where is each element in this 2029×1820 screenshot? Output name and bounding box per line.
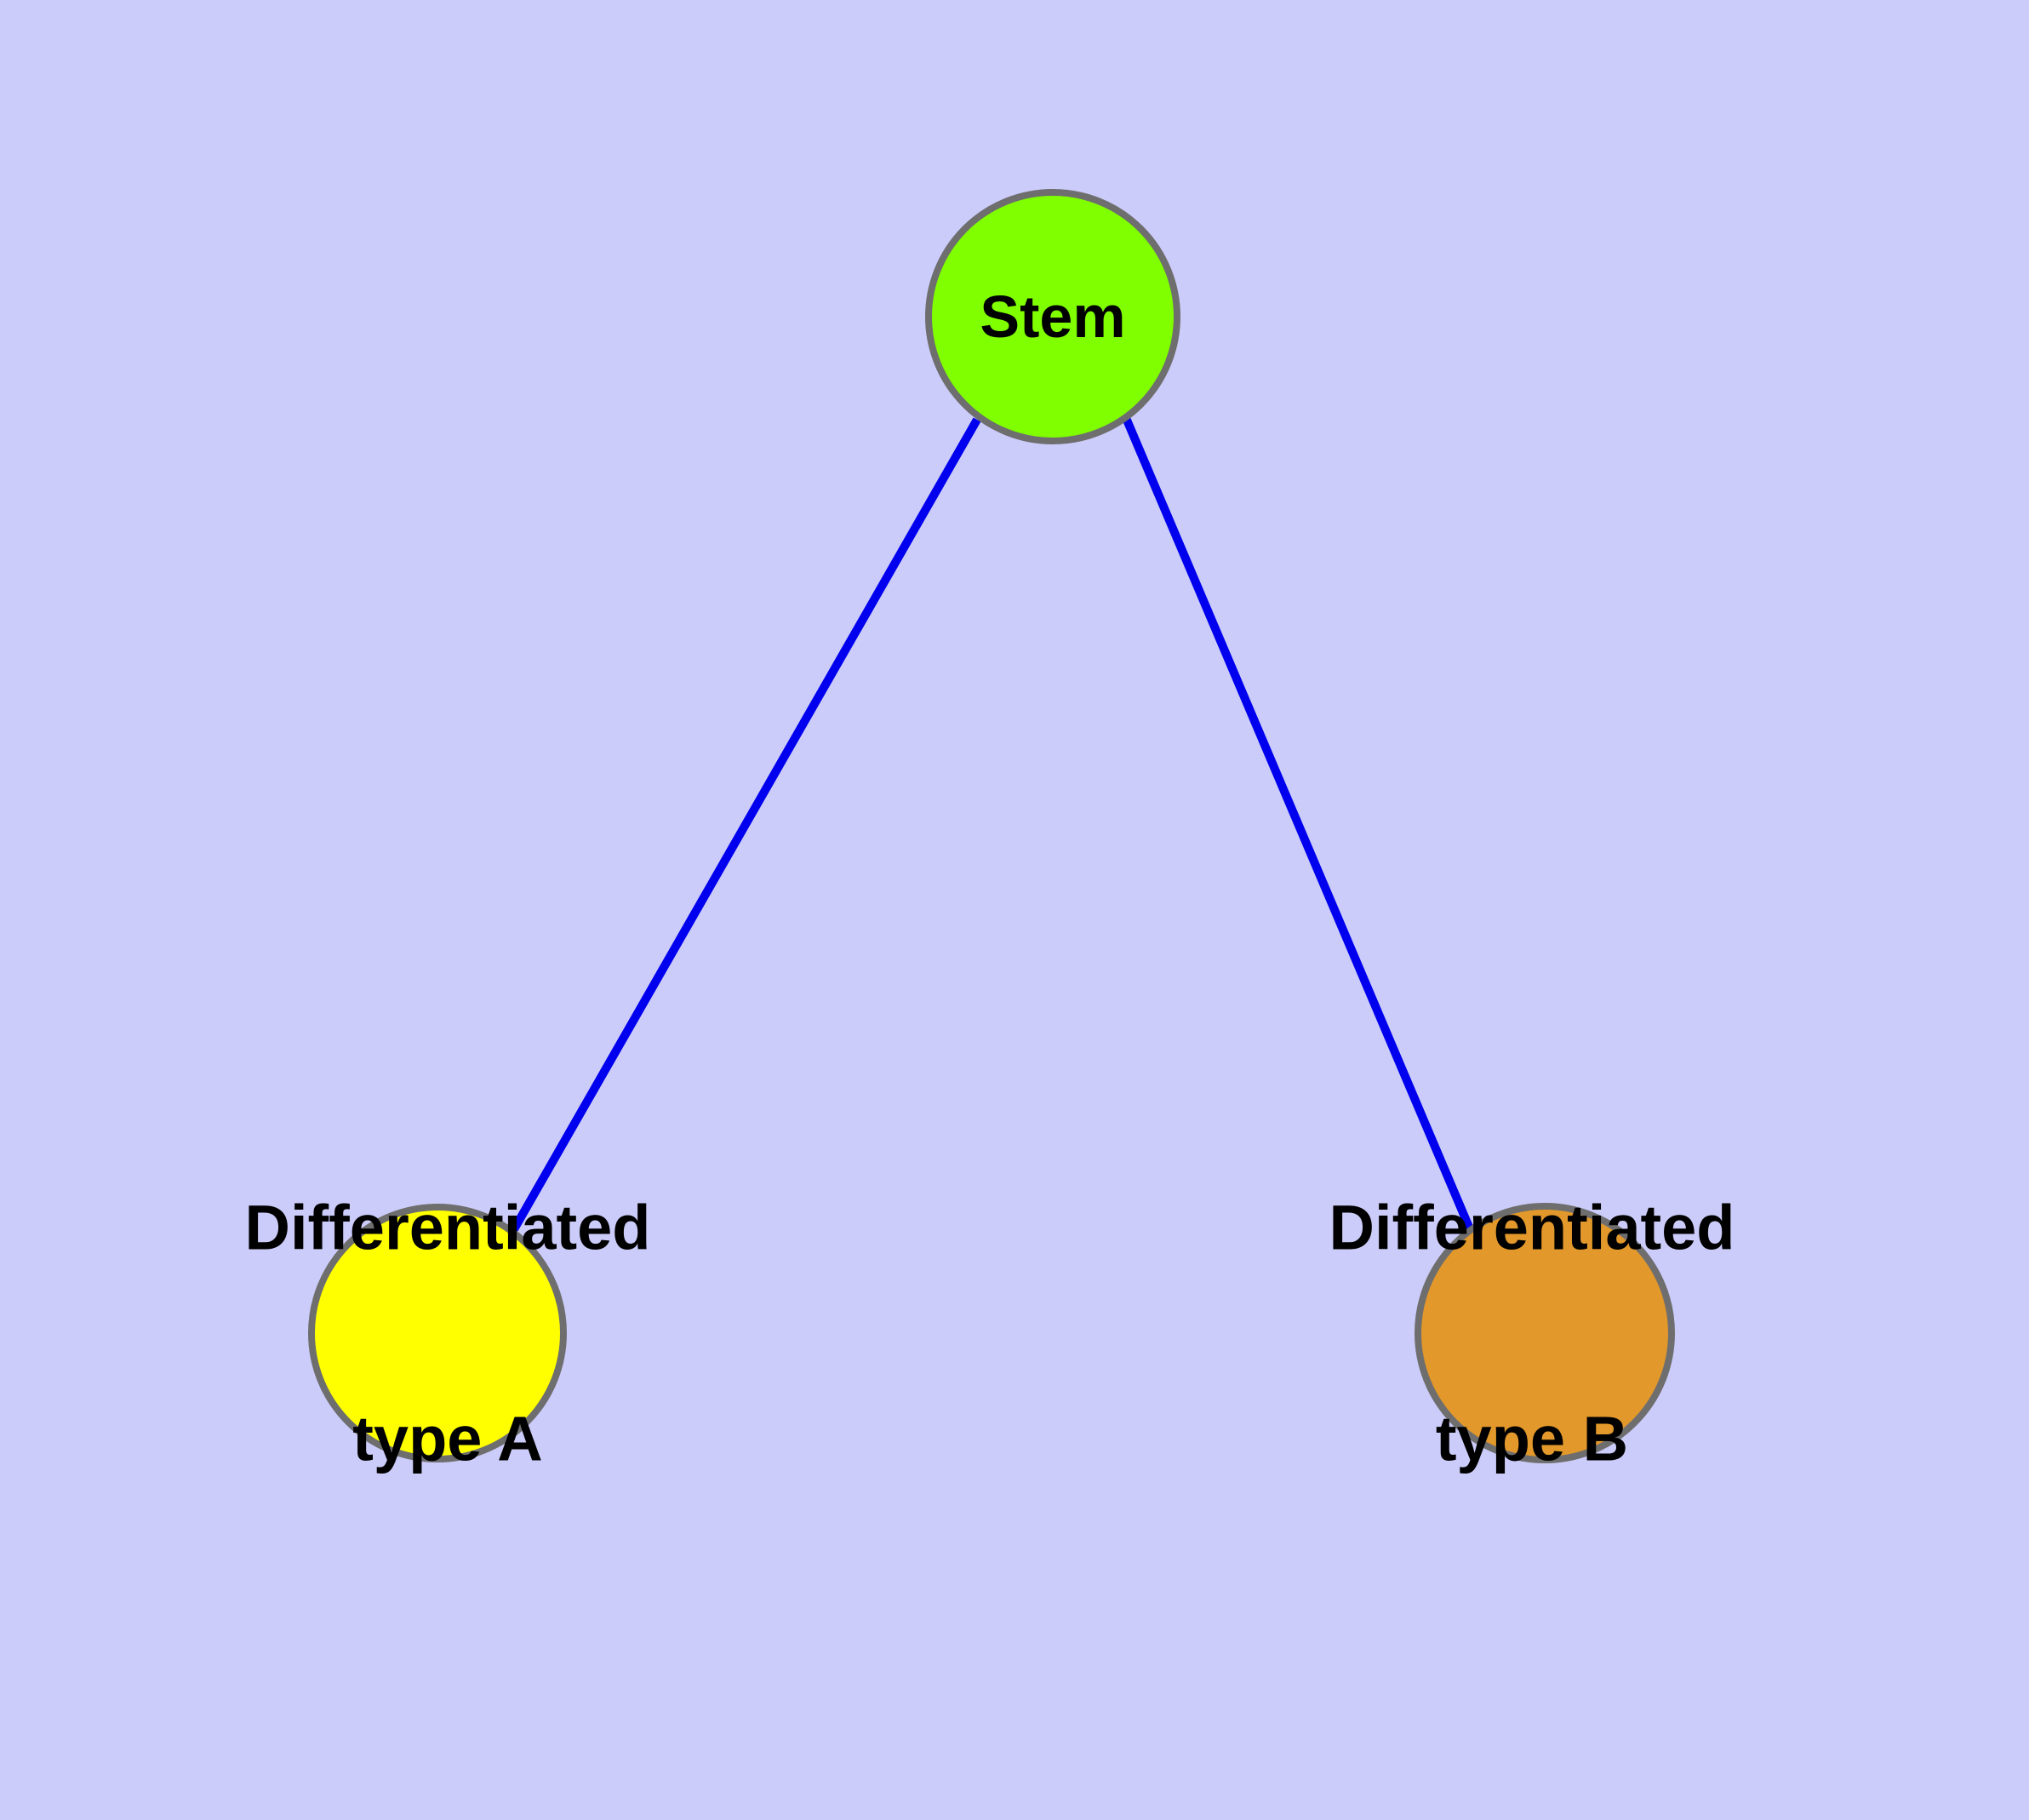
edge-stem-to-diff-a[interactable] [510,417,981,1232]
edge-layer [510,416,1475,1233]
node-diff-b-circle[interactable] [1415,1203,1675,1463]
edge-stem-to-diff-b[interactable] [1122,416,1475,1233]
node-diff-a-circle[interactable] [308,1204,567,1462]
node-layer [308,189,1675,1463]
node-stem-circle[interactable] [925,189,1180,444]
